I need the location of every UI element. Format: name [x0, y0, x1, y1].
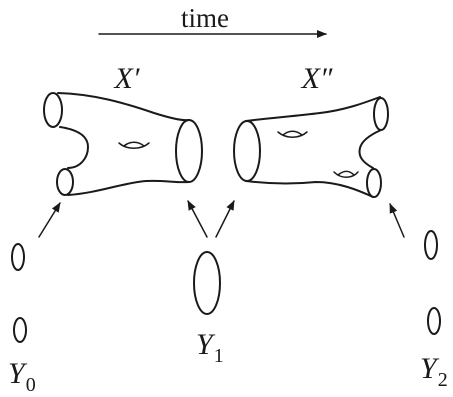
y2-circle-lower: [427, 307, 441, 335]
boundary-circle-left: [233, 120, 261, 182]
label-x-double-prime: X″: [301, 62, 333, 95]
y2-circle-upper: [424, 230, 438, 260]
cobordism-x-prime: [43, 92, 203, 196]
boundary-circle-lower-left: [56, 168, 74, 196]
manifold-y0: [11, 243, 27, 343]
y0-circle-lower: [13, 317, 27, 343]
boundary-circle-lower-right: [366, 168, 382, 198]
label-y0: Y0: [8, 357, 36, 396]
time-label: time: [181, 3, 229, 33]
handle-hole: [118, 142, 150, 149]
arrow-y1-to-x-double-prime: [215, 200, 235, 238]
handle-hole-lower: [333, 171, 359, 178]
cobordism-x-double-prime: [233, 96, 389, 198]
label-x-prime: X′: [114, 62, 140, 95]
boundary-circle-upper-left: [43, 92, 63, 128]
y0-circle-upper: [11, 243, 25, 271]
handle-hole-upper: [277, 131, 308, 138]
label-y1: Y1: [196, 328, 224, 367]
manifold-y1-circle: [193, 251, 221, 315]
boundary-circle-upper-right: [373, 97, 389, 131]
manifold-y2: [424, 230, 441, 335]
label-y2: Y2: [420, 352, 448, 391]
arrow-y1-to-x-prime: [187, 200, 208, 238]
arrow-y2-to-x-double-prime: [389, 203, 405, 238]
boundary-circle-right: [175, 119, 203, 183]
arrow-y0-to-x-prime: [38, 202, 61, 238]
